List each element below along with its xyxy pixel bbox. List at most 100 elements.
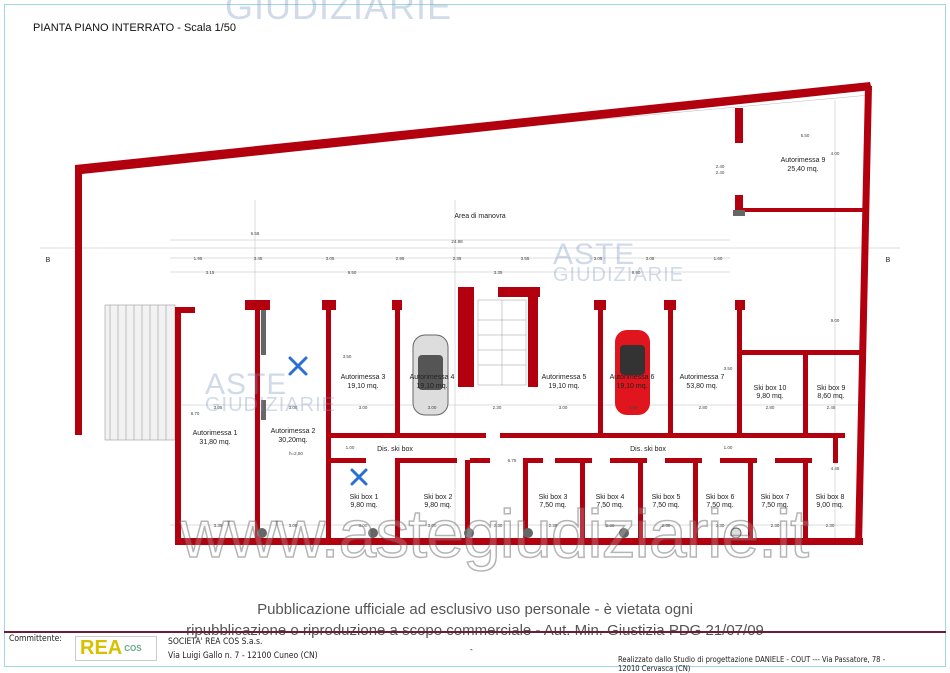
dimension-label: ASTE xyxy=(205,368,288,401)
room-name: Ski box 3 xyxy=(539,494,568,501)
company-name: SOCIETA' REA COS S.a.s. xyxy=(168,637,263,647)
room-area: 19,10 mq. xyxy=(616,383,647,390)
ramp xyxy=(104,304,176,441)
dimension-label: 3.35 xyxy=(214,523,223,528)
dimension-label: 3.05 xyxy=(326,256,335,261)
room-area: 19,10 mq. xyxy=(347,383,378,390)
dimension-label: 9.00 xyxy=(831,318,840,323)
dimension-label: 8.70 xyxy=(191,411,200,416)
dimension-label: 2.45 xyxy=(827,405,836,410)
room-name: Ski box 9 xyxy=(817,385,846,392)
footer-dash: - xyxy=(470,645,473,655)
dimension-label: 2.30 xyxy=(494,523,503,528)
dimension-label: GIUDIZIARIE xyxy=(205,394,337,416)
dimension-label: 3.00 xyxy=(289,523,298,528)
dimension-label: 3.00 xyxy=(428,405,437,410)
dimensions: 24.88 1.95 3.45 3.05 2.95 2.35 3.55 3.05… xyxy=(191,133,840,528)
dimension-label: 9.50 xyxy=(348,270,357,275)
dimension-label: 3.00 xyxy=(359,523,368,528)
dimension-label: 2.30 xyxy=(606,523,615,528)
room-name: Ski box 7 xyxy=(761,494,790,501)
dimension-label: 2.40 xyxy=(716,164,725,169)
room-area: 30,20mq. xyxy=(278,437,307,444)
room-area: 53,80 mq. xyxy=(686,383,717,390)
dimension-label: 2.30 xyxy=(716,523,725,528)
watermark-brand-top: GIUDIZIARIE xyxy=(225,0,453,27)
room-name: Ski box 4 xyxy=(596,494,625,501)
section-mark-left: B xyxy=(46,257,51,264)
dimension-label: 6.75 xyxy=(508,458,517,463)
studio-credit: Realizzato dallo Studio di progettazione… xyxy=(618,655,886,673)
room-area: 7,50 mq. xyxy=(706,502,733,509)
dimension-label: 3.50 xyxy=(343,354,352,359)
room-name: Ski box 1 xyxy=(350,494,379,501)
room-area: 25,40 mq. xyxy=(787,166,818,173)
grid-lines xyxy=(40,94,900,545)
room-note: h=2,50 xyxy=(289,451,303,456)
dimension-label: 1.00 xyxy=(346,445,355,450)
dimension-label: 3.50 xyxy=(724,366,733,371)
dimension-label: 2.35 xyxy=(453,256,462,261)
dimension-label: 2.30 xyxy=(662,523,671,528)
room-area: 7,50 mq. xyxy=(596,502,623,509)
notice-line-1: Pubblicazione ufficiale ad esclusivo uso… xyxy=(257,601,693,618)
room-name: Ski box 8 xyxy=(816,494,845,501)
dimension-label: 2.30 xyxy=(771,523,780,528)
room-name: Autorimessa 7 xyxy=(680,374,725,381)
dimension-label: 3.00 xyxy=(359,405,368,410)
room-area: 7,50 mq. xyxy=(761,502,788,509)
room-area: 19,10 mq. xyxy=(548,383,579,390)
stairs xyxy=(477,299,527,386)
dimension-label: GIUDIZIARIE xyxy=(553,264,685,286)
footer-divider xyxy=(4,631,946,633)
room-area: 9,80 mq. xyxy=(350,502,377,509)
room-area: 8,60 mq. xyxy=(817,393,844,400)
committente-label: Committente: xyxy=(9,634,62,644)
dimension-label: 3.15 xyxy=(206,270,215,275)
dimension-label: 3.05 xyxy=(214,405,223,410)
dimension-label: 3.08 xyxy=(646,256,655,261)
corridor-label: Dis. ski box xyxy=(377,446,413,453)
room-area: 9,00 mq. xyxy=(816,502,843,509)
room-area: 7,50 mq. xyxy=(652,502,679,509)
car-red-icon xyxy=(615,330,650,415)
dimension-label: 4.00 xyxy=(831,151,840,156)
room-name: Autorimessa 2 xyxy=(271,428,316,435)
dimension-label: 5.50 xyxy=(801,133,810,138)
dimension-label: 3.00 xyxy=(428,523,437,528)
dimension-label: 3.00 xyxy=(559,405,568,410)
dimension-label: 1.00 xyxy=(724,445,733,450)
dimension-label: REA xyxy=(80,637,123,659)
room-name: Autorimessa 1 xyxy=(193,430,238,437)
dimension-label: 3.55 xyxy=(521,256,530,261)
columns xyxy=(257,210,745,539)
room-name: Autorimessa 3 xyxy=(341,374,386,381)
dim-total: 24.88 xyxy=(451,239,463,244)
room-area: 19,10 mq. xyxy=(416,383,447,390)
room-labels: Autorimessa 131,80 mq. Autorimessa 230,2… xyxy=(193,157,846,509)
cross-marker-icon xyxy=(288,356,368,486)
dimension-label: 3.45 xyxy=(254,256,263,261)
room-area: 9,80 mq. xyxy=(424,502,451,509)
dimension-label: 8.90 xyxy=(632,270,641,275)
dimension-label: ASTE xyxy=(553,238,636,271)
room-name: Autorimessa 9 xyxy=(781,157,826,164)
room-name: Autorimessa 5 xyxy=(542,374,587,381)
dimension-label: 1.95 xyxy=(194,256,203,261)
room-area: 7,50 mq. xyxy=(539,502,566,509)
dimension-label: 2.30 xyxy=(493,405,502,410)
corridor-label: Dis. ski box xyxy=(630,446,666,453)
dimension-label: 6.58 xyxy=(251,231,260,236)
drawing-frame xyxy=(4,4,946,667)
dimension-label: 2.30 xyxy=(549,523,558,528)
dimension-label: 3.00 xyxy=(629,405,638,410)
room-name: Autorimessa 4 xyxy=(410,374,455,381)
dimension-label: 2.80 xyxy=(766,405,775,410)
notice-line-2: ripubblicazione o riproduzione a scopo c… xyxy=(0,622,950,639)
dimension-label: 3.05 xyxy=(594,256,603,261)
dimension-label: 3.35 xyxy=(494,270,503,275)
room-name: Ski box 5 xyxy=(652,494,681,501)
